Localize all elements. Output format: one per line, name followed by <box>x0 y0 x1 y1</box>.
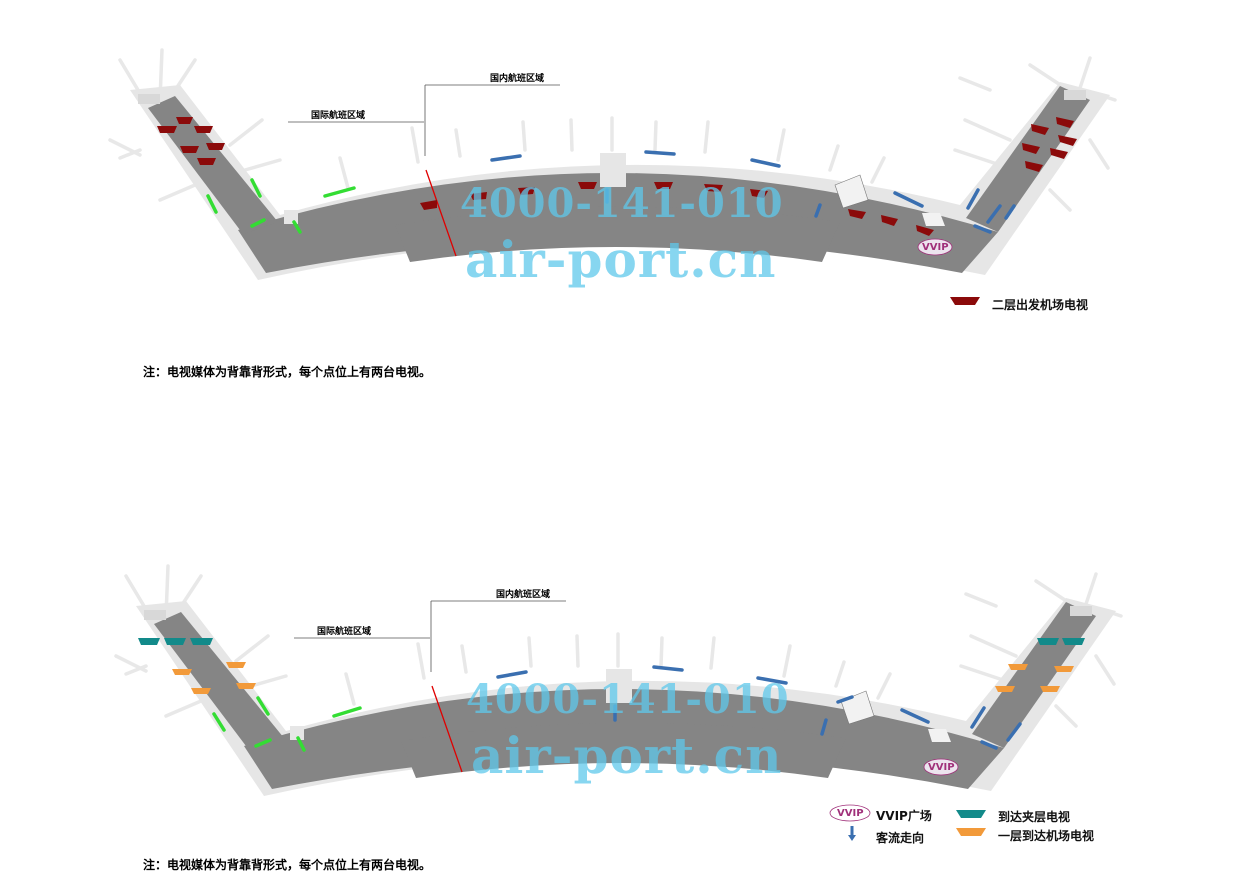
flow-arrow <box>980 740 998 750</box>
legend-vvip-icon-label: VVIP <box>837 808 864 819</box>
bottom-note: 注：电视媒体为背靠背形式，每个点位上有两台电视。 <box>143 858 432 872</box>
tv-marker <box>518 187 535 195</box>
watermark-phone: 4000-141-010 <box>466 676 790 723</box>
tv-marker <box>1050 148 1068 159</box>
tv-marker <box>1022 143 1040 154</box>
tv-marker <box>916 225 934 236</box>
flow-arrow <box>756 676 788 685</box>
tv-marker <box>470 192 487 200</box>
tv-marker <box>1056 117 1074 128</box>
international-zone-label: 国际航班区域 <box>317 627 372 637</box>
tv-marker <box>197 158 216 165</box>
legend-first-floor-tv-icon <box>956 828 986 836</box>
tv-marker <box>1031 124 1049 135</box>
top-departure-floor-plan <box>108 48 1117 305</box>
watermark-site: air-port.cn <box>465 230 777 289</box>
tv-marker <box>654 182 673 189</box>
tv-marker <box>995 686 1015 692</box>
vvip-badge-label: VVIP <box>922 242 949 253</box>
flow-arrow <box>332 706 362 718</box>
zone-divider-line <box>425 169 457 257</box>
passenger-flow-arrows <box>212 665 1022 752</box>
flow-arrow <box>973 224 992 234</box>
domestic-zone-label: 国内航班区域 <box>490 74 545 84</box>
flow-arrow <box>1004 204 1016 220</box>
legend-mezzanine-tv-icon <box>956 810 986 818</box>
watermark-phone: 4000-141-010 <box>460 180 784 227</box>
tv-marker <box>190 638 213 645</box>
tv-marker <box>180 146 199 153</box>
tv-marker <box>420 200 437 210</box>
tv-marker <box>236 683 256 689</box>
tv-marker <box>704 184 723 192</box>
tv-marker <box>1058 135 1077 146</box>
flow-arrow <box>296 736 306 752</box>
flow-arrow <box>490 154 522 162</box>
flow-arrow <box>250 178 262 198</box>
bottom-arrival-floor-plan <box>114 564 1123 841</box>
flow-arrow <box>496 670 528 679</box>
first-floor-tv-markers <box>172 662 1074 694</box>
tv-marker <box>138 638 160 645</box>
international-zone-label: 国际航班区域 <box>311 111 366 121</box>
flow-arrow <box>206 194 218 214</box>
flow-arrow <box>644 150 676 156</box>
legend-mezzanine-tv-label: 到达夹层电视 <box>998 810 1071 824</box>
tv-marker <box>1054 666 1074 672</box>
flow-arrow <box>250 218 266 228</box>
tv-marker <box>191 688 211 694</box>
vvip-badge-ellipse <box>923 758 959 776</box>
vvip-badge-ellipse <box>917 238 953 256</box>
legend-passenger-flow-label: 客流走向 <box>876 831 925 845</box>
flow-arrow <box>814 203 822 218</box>
legend-first-floor-tv-label: 一层到达机场电视 <box>998 829 1095 843</box>
flow-arrow <box>986 204 1002 224</box>
tv-marker <box>164 638 186 645</box>
tv-marker <box>1008 664 1028 670</box>
tv-marker <box>194 126 213 133</box>
tv-marker <box>848 209 866 219</box>
flow-arrow <box>212 712 226 732</box>
flow-arrow <box>970 706 986 729</box>
tv-marker <box>1025 161 1043 172</box>
tv-marker <box>578 182 597 189</box>
mezzanine-tv-markers <box>138 638 1085 645</box>
tv-marker <box>881 215 898 226</box>
legend-departure-tv-label: 二层出发机场电视 <box>992 298 1089 312</box>
tv-marker <box>172 669 192 675</box>
legend-flow-arrow-icon <box>848 826 856 841</box>
legend-vvip-icon-ellipse <box>829 804 871 822</box>
tv-marker <box>1037 638 1059 645</box>
flow-arrow <box>1006 722 1022 742</box>
flow-arrow <box>323 186 356 198</box>
tv-marker <box>157 126 177 133</box>
watermark-site: air-port.cn <box>471 726 783 785</box>
flow-arrow <box>893 191 924 208</box>
top-note: 注：电视媒体为背靠背形式，每个点位上有两台电视。 <box>143 365 432 379</box>
legend-departure-tv-icon <box>950 297 980 305</box>
flow-arrow <box>900 708 930 724</box>
vvip-badge-label: VVIP <box>928 762 955 773</box>
domestic-zone-label: 国内航班区域 <box>496 590 551 600</box>
flow-arrow <box>254 738 272 748</box>
tv-marker <box>1040 686 1060 692</box>
flow-arrow <box>256 696 270 716</box>
flow-arrow <box>820 718 828 736</box>
legend-vvip-plaza-label: VVIP广场 <box>876 809 932 823</box>
flow-arrow <box>292 220 302 234</box>
flow-arrow <box>652 665 684 672</box>
zone-divider-line <box>431 685 463 773</box>
flow-arrow <box>836 695 854 704</box>
tv-marker <box>176 117 193 124</box>
tv-marker <box>226 662 246 668</box>
tv-marker <box>750 189 768 198</box>
flow-arrow <box>966 188 980 210</box>
departure-tv-markers <box>157 117 1077 236</box>
passenger-flow-arrows <box>206 150 1016 234</box>
tv-marker <box>1062 638 1085 645</box>
flow-arrow <box>750 158 781 168</box>
tv-marker <box>206 143 225 150</box>
